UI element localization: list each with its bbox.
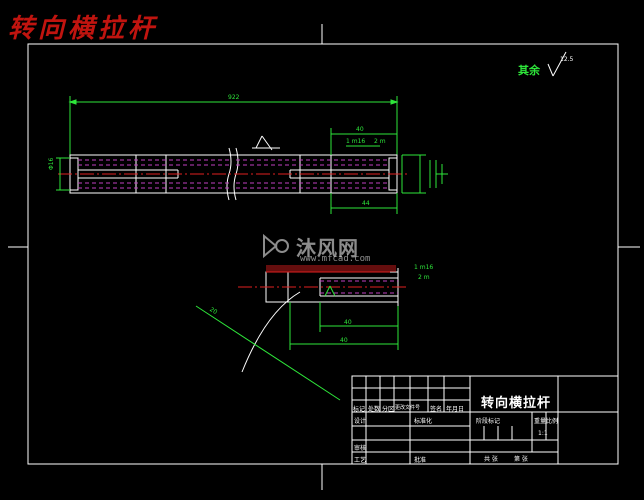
tb-row-label-4: 签名 (430, 406, 443, 413)
detail-leader-arc (241, 291, 301, 373)
tb-row-label-5: 年月日 (446, 406, 465, 413)
tb-approve: 批准 (414, 457, 427, 464)
tb-scale-label: 比例 (546, 418, 559, 425)
surface-note: 其余 (518, 62, 540, 78)
hidden-thread-lines (78, 159, 389, 189)
left-diameter-dimension (56, 157, 70, 191)
overall-dimension (68, 96, 399, 155)
drawing-border (27, 43, 619, 465)
middle-surface-symbol (252, 135, 280, 151)
title-block-part-name: 转向横拉杆 (481, 396, 552, 411)
tb-process: 工艺 (354, 457, 367, 464)
tb-sheet-no: 第 张 (514, 456, 528, 463)
tb-sheets-total: 共 张 (484, 456, 498, 463)
watermark-text: 沐风网 (296, 236, 359, 260)
tb-row-label-2: 分区 (382, 406, 395, 413)
tb-row-label-1: 处数 (368, 406, 381, 413)
detail-section-fill (266, 265, 396, 272)
tb-review: 审核 (354, 445, 367, 452)
tb-standard: 标准化 (414, 418, 433, 425)
diagonal-leader (195, 305, 341, 401)
detail-length-label-1: 40 (344, 319, 352, 326)
detail-hidden-lines (320, 280, 398, 294)
detail-thread-label: 1 m16 (414, 264, 434, 271)
tb-designer: 设计 (354, 418, 367, 425)
left-diameter-label: Φ16 (48, 157, 55, 170)
right-length-label-2: 44 (362, 200, 370, 207)
thread-label-2: 2 m (374, 138, 386, 145)
tb-stage-mark: 阶段标记 (476, 418, 501, 425)
tb-scale-value: 1:1 (538, 430, 548, 437)
overlay-title: 转向横拉杆 (8, 14, 159, 44)
watermark-logo-icon (263, 233, 289, 259)
detail-length-label-2: 40 (340, 337, 348, 344)
right-length-label-1: 40 (356, 126, 364, 133)
tb-row-label-0: 标记 (353, 406, 366, 413)
surface-note-label: 其余 (518, 64, 540, 77)
right-dimensions (330, 128, 448, 214)
surface-finish-symbol (547, 51, 567, 77)
detail-thread-label-2: 2 m (418, 274, 430, 281)
tb-weight: 重量 (534, 418, 547, 425)
watermark-url: www.mfcad.com (300, 254, 371, 264)
overall-length-label: 922 (228, 94, 240, 101)
title-block (351, 375, 619, 465)
surface-value: 12.5 (560, 56, 574, 63)
thread-label: 1 m16 (346, 138, 366, 145)
detail-dimensions (289, 285, 399, 350)
tb-row-label-3: 更改文件号 (395, 405, 421, 411)
centering-marks (8, 24, 640, 490)
